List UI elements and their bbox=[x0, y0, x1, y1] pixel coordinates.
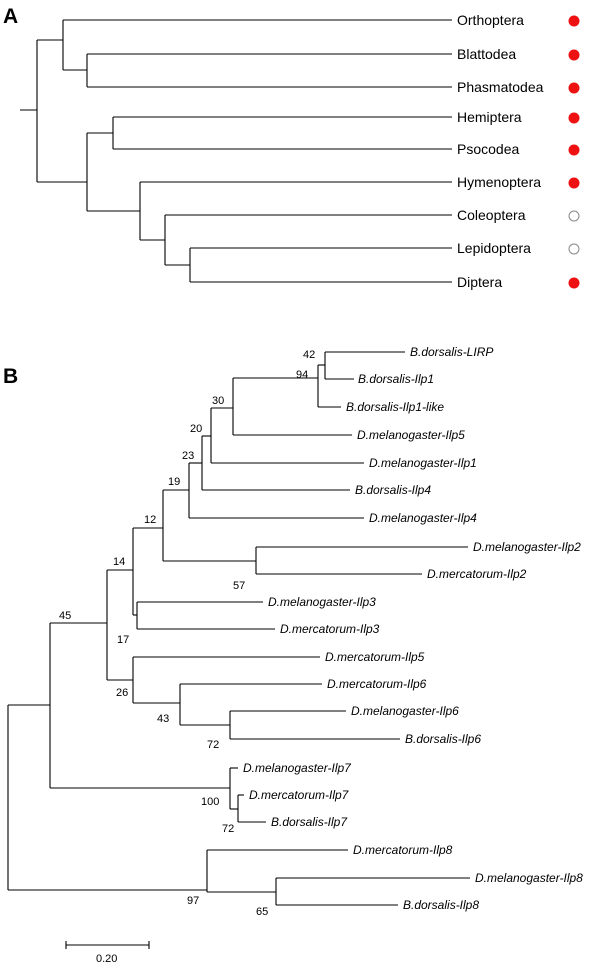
taxon-label: D.mercatorum-Ilp8 bbox=[353, 843, 453, 857]
panel-b-taxon-labels: B.dorsalis-LIRP B.dorsalis-Ilp1 B.dorsal… bbox=[243, 345, 583, 912]
taxon-label: B.dorsalis-Ilp1-like bbox=[346, 400, 444, 414]
filled-circle-icon bbox=[568, 144, 580, 156]
taxon-label: D.melanogaster-Ilp8 bbox=[475, 871, 583, 885]
panel-a-markers bbox=[568, 15, 580, 289]
taxon-label: D.melanogaster-Ilp7 bbox=[243, 761, 352, 775]
filled-circle-icon bbox=[568, 177, 580, 189]
taxon-label: B.dorsalis-LIRP bbox=[410, 345, 493, 359]
bootstrap-value: 97 bbox=[187, 895, 199, 907]
taxon-label-diptera: Diptera bbox=[457, 274, 502, 290]
taxon-label: D.melanogaster-Ilp1 bbox=[369, 456, 477, 470]
panel-a: A bbox=[3, 5, 580, 290]
taxon-label-psocodea: Psocodea bbox=[457, 141, 519, 157]
taxon-label-phasmatodea: Phasmatodea bbox=[457, 79, 544, 95]
panel-b: B bbox=[3, 345, 583, 965]
filled-circle-icon bbox=[568, 15, 580, 27]
bootstrap-value: 26 bbox=[116, 687, 128, 699]
open-circle-icon bbox=[568, 210, 580, 222]
taxon-label: B.dorsalis-Ilp7 bbox=[271, 815, 348, 829]
taxon-label: D.mercatorum-Ilp6 bbox=[327, 677, 427, 691]
panel-a-tree bbox=[20, 19, 452, 283]
panel-a-taxon-labels: Orthoptera Blattodea Phasmatodea Hemipte… bbox=[457, 12, 544, 290]
bootstrap-value: 17 bbox=[117, 634, 129, 646]
scale-bar: 0.20 bbox=[65, 941, 150, 965]
taxon-label: B.dorsalis-Ilp6 bbox=[405, 732, 481, 746]
bootstrap-value: 72 bbox=[207, 739, 219, 751]
bootstrap-value: 12 bbox=[144, 514, 156, 526]
taxon-label: D.mercatorum-Ilp5 bbox=[325, 650, 425, 664]
taxon-label: D.melanogaster-Ilp3 bbox=[268, 595, 376, 609]
taxon-label: D.melanogaster-Ilp4 bbox=[369, 511, 477, 525]
bootstrap-value: 100 bbox=[201, 796, 219, 808]
taxon-label-hemiptera: Hemiptera bbox=[457, 109, 522, 125]
taxon-label-hymenoptera: Hymenoptera bbox=[457, 174, 541, 190]
bootstrap-value: 65 bbox=[256, 906, 268, 918]
taxon-label: B.dorsalis-Ilp1 bbox=[358, 372, 434, 386]
taxon-label: D.melanogaster-Ilp2 bbox=[473, 540, 581, 554]
taxon-label: D.melanogaster-Ilp6 bbox=[351, 704, 459, 718]
filled-circle-icon bbox=[568, 49, 580, 61]
scale-bar-label: 0.20 bbox=[96, 953, 117, 965]
bootstrap-value: 20 bbox=[190, 423, 202, 435]
taxon-label: D.mercatorum-Ilp7 bbox=[249, 788, 350, 802]
taxon-label: B.dorsalis-Ilp8 bbox=[403, 898, 479, 912]
filled-circle-icon bbox=[568, 277, 580, 289]
bootstrap-value: 57 bbox=[233, 580, 245, 592]
panel-b-label: B bbox=[3, 365, 18, 388]
bootstrap-value: 72 bbox=[222, 823, 234, 835]
bootstrap-value: 45 bbox=[59, 610, 71, 622]
open-circle-icon bbox=[568, 243, 580, 255]
bootstrap-value: 94 bbox=[296, 369, 308, 381]
filled-circle-icon bbox=[568, 82, 580, 94]
taxon-label: D.melanogaster-Ilp5 bbox=[357, 428, 465, 442]
taxon-label-blattodea: Blattodea bbox=[457, 46, 516, 62]
taxon-label: D.mercatorum-Ilp3 bbox=[280, 622, 380, 636]
bootstrap-value: 19 bbox=[168, 476, 180, 488]
filled-circle-icon bbox=[568, 112, 580, 124]
bootstrap-value: 43 bbox=[157, 713, 169, 725]
panel-b-bootstrap-values: 42 94 30 20 23 19 12 14 57 45 17 26 43 7… bbox=[59, 349, 315, 918]
taxon-label-lepidoptera: Lepidoptera bbox=[457, 240, 531, 256]
bootstrap-value: 42 bbox=[303, 349, 315, 361]
bootstrap-value: 30 bbox=[212, 395, 224, 407]
taxon-label: B.dorsalis-Ilp4 bbox=[355, 483, 431, 497]
bootstrap-value: 23 bbox=[182, 450, 194, 462]
taxon-label: D.mercatorum-Ilp2 bbox=[427, 567, 527, 581]
taxon-label-orthoptera: Orthoptera bbox=[457, 12, 524, 28]
bootstrap-value: 14 bbox=[113, 556, 125, 568]
taxon-label-coleoptera: Coleoptera bbox=[457, 207, 526, 223]
panel-a-label: A bbox=[3, 5, 18, 28]
panel-b-tree bbox=[7, 351, 470, 906]
